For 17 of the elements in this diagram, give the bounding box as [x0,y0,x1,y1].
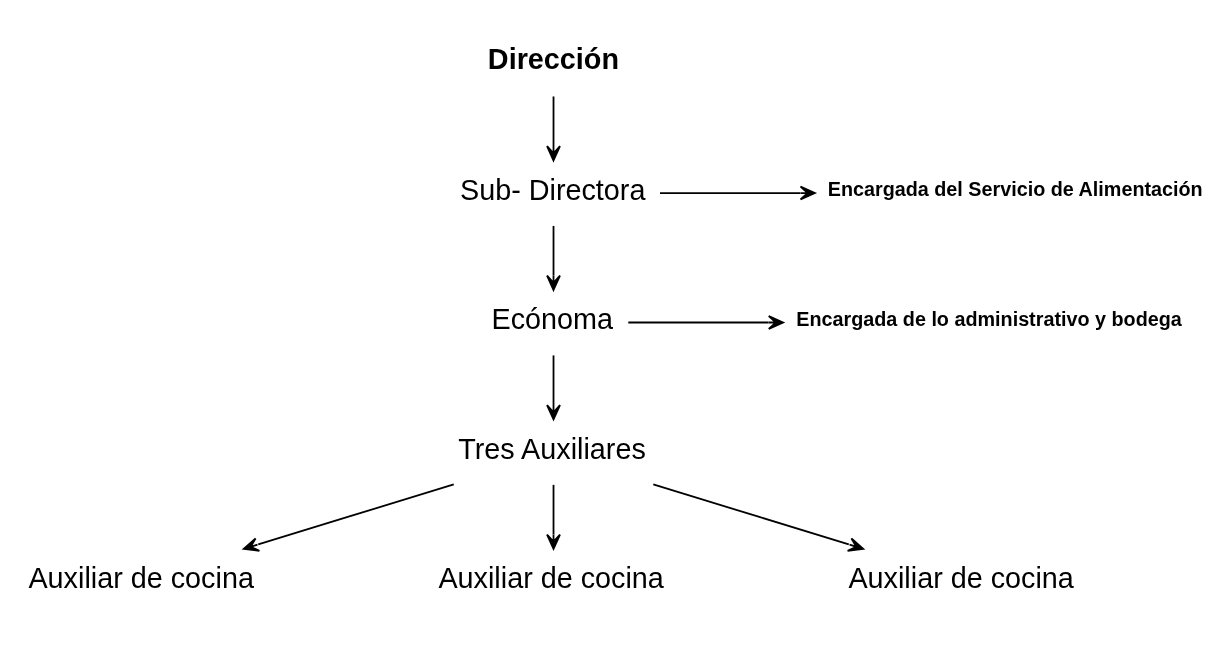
node-text: Dirección [487,42,619,75]
arrow [659,185,816,201]
arrow [627,315,785,330]
arrow [242,483,455,552]
arrow [546,95,561,162]
node-text: Auxiliar de cocina [848,562,1074,595]
node-text: Encargada del Servicio de Alimentación [827,178,1203,201]
arrow [652,483,865,552]
node-text: Ecónoma [491,303,614,336]
node-text: Auxiliar de cocina [28,562,254,595]
arrow [546,354,561,421]
node-text: Auxiliar de cocina [438,562,664,595]
node-text: Tres Auxiliares [458,432,646,465]
arrow [546,225,561,291]
arrow [546,484,561,550]
node-text: Encargada de lo administrativo y bodega [796,307,1182,330]
node-text: Sub- Directora [460,173,646,206]
